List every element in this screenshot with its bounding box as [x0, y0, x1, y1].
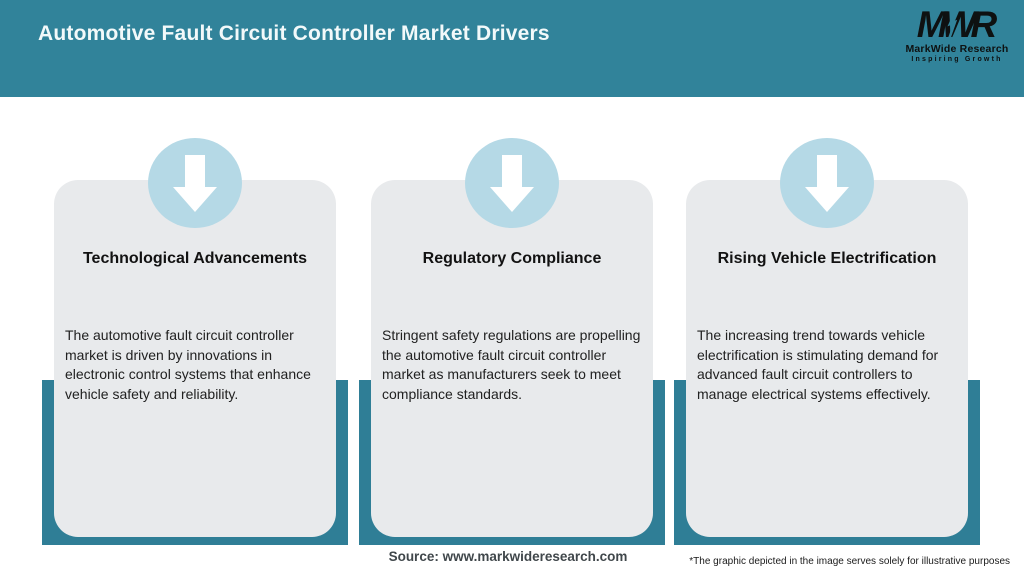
logo-name: MarkWide Research: [905, 43, 1009, 55]
markwide-logo: MWR MarkWide Research Inspiring Growth: [902, 6, 1012, 63]
down-arrow-badge: [148, 138, 242, 228]
down-arrow-icon: [173, 154, 217, 212]
card-title: Technological Advancements: [82, 250, 308, 267]
down-arrow-icon: [805, 154, 849, 212]
card-description: The automotive fault circuit controller …: [65, 327, 311, 402]
card-body: [371, 180, 653, 537]
down-arrow-badge: [780, 138, 874, 228]
driver-card-technological-advancements: Technological Advancements The automotiv…: [42, 138, 348, 545]
driver-card-regulatory-compliance: Regulatory Compliance Stringent safety r…: [359, 138, 665, 545]
card-description: Stringent safety regulations are propell…: [382, 327, 641, 402]
page-title: Automotive Fault Circuit Controller Mark…: [38, 22, 550, 45]
logo-acronym-text: MWR: [916, 4, 998, 45]
source-text: Source: www.markwideresearch.com: [388, 549, 628, 564]
card-description: The increasing trend towards vehicle ele…: [697, 327, 939, 402]
header-banner: Automotive Fault Circuit Controller Mark…: [0, 0, 1024, 97]
card-body: [54, 180, 336, 537]
down-arrow-badge: [465, 138, 559, 228]
down-arrow-icon: [490, 154, 534, 212]
logo-tagline: Inspiring Growth: [911, 56, 1003, 63]
card-title: Rising Vehicle Electrification: [717, 250, 937, 267]
card-body: [686, 180, 968, 537]
logo-acronym: MWR: [917, 6, 998, 43]
driver-card-rising-vehicle-electrification: Rising Vehicle Electrification The incre…: [674, 138, 980, 545]
card-title: Regulatory Compliance: [422, 250, 602, 267]
disclaimer-text: *The graphic depicted in the image serve…: [689, 556, 1010, 567]
lightning-bolt-icon: [947, 11, 957, 39]
